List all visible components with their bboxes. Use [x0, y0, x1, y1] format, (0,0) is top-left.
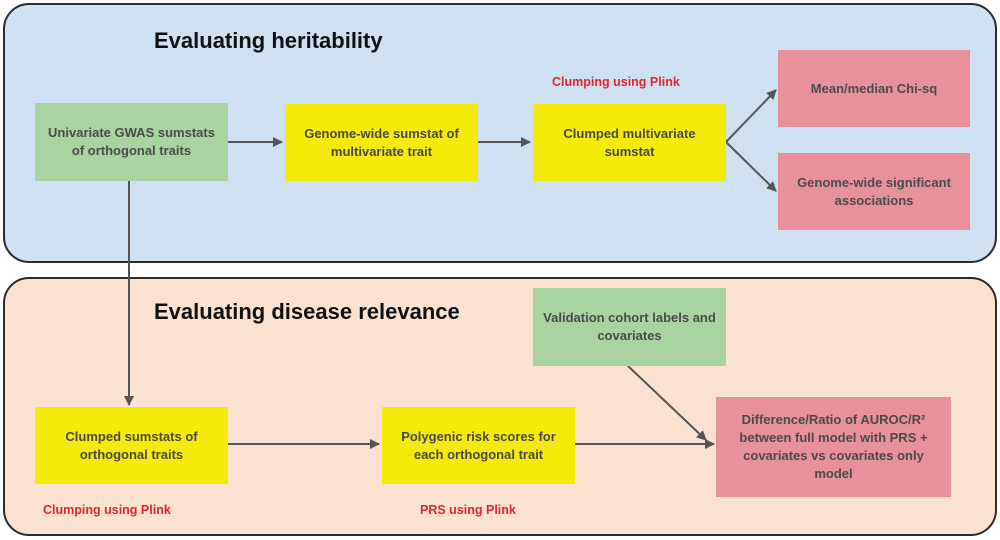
heritability-title: Evaluating heritability — [154, 28, 383, 53]
clumping-note-top: Clumping using Plink — [552, 75, 680, 89]
genome-wide-sumstat-box: Genome-wide sumstat of multivariate trai… — [285, 104, 478, 181]
clumped-multivariate-box: Clumped multivariate sumstat — [533, 104, 726, 181]
genome-wide-significant-box: Genome-wide significant associations — [778, 153, 970, 230]
difference-ratio-box: Difference/Ratio of AUROC/R² between ful… — [716, 397, 951, 497]
univariate-gwas-box: Univariate GWAS sumstats of orthogonal t… — [35, 103, 228, 181]
polygenic-risk-scores-box: Polygenic risk scores for each orthogona… — [382, 407, 575, 484]
clumping-note-bottom: Clumping using Plink — [43, 503, 171, 517]
prs-plink-note: PRS using Plink — [420, 503, 516, 517]
clumped-orthogonal-box: Clumped sumstats of orthogonal traits — [35, 407, 228, 484]
validation-cohort-box: Validation cohort labels and covariates — [533, 288, 726, 366]
disease-relevance-title: Evaluating disease relevance — [154, 299, 460, 324]
mean-median-chisq-box: Mean/median Chi-sq — [778, 50, 970, 127]
